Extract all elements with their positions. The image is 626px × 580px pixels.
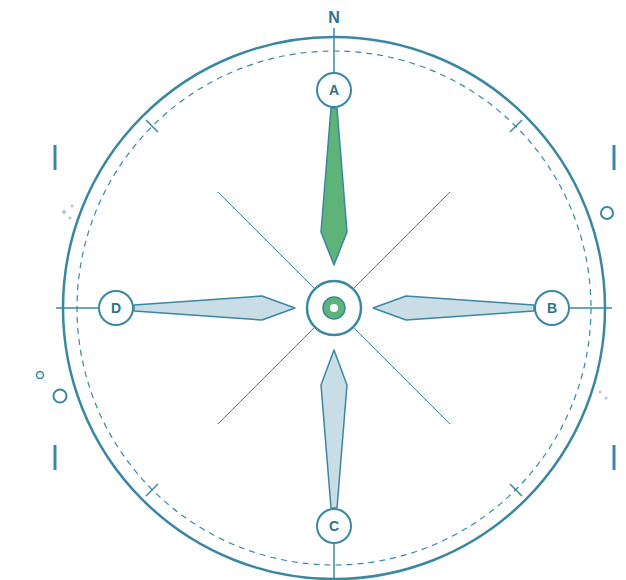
- node-letter: C: [329, 519, 339, 533]
- decor-circle: [37, 372, 44, 379]
- compass-direction: N: [325, 9, 343, 27]
- decor-dot: [69, 217, 72, 220]
- diagonal-tick: [510, 484, 522, 496]
- decor-circle: [601, 207, 613, 219]
- decor-dot: [71, 205, 74, 208]
- decor-circle: [54, 390, 67, 403]
- node-letter: A: [329, 83, 339, 97]
- diagonal-tick: [146, 484, 158, 496]
- compass-rim: [63, 37, 605, 579]
- side-mark: [54, 145, 57, 170]
- cardinal-tick: [333, 544, 335, 580]
- center-hub: [307, 281, 361, 335]
- north-needle: [321, 108, 347, 265]
- node-letter: D: [111, 301, 121, 315]
- side-mark: [613, 445, 616, 470]
- cardinal-tick: [570, 307, 612, 309]
- decor-dot: [605, 397, 608, 400]
- node-letter: B: [547, 301, 557, 315]
- side-mark: [54, 445, 57, 470]
- letter-circle: C: [316, 508, 352, 544]
- east-needle: [373, 296, 534, 320]
- decor-dot: [599, 391, 602, 394]
- diagonal-tick: [146, 120, 158, 132]
- letter-circle: D: [98, 290, 134, 326]
- compass-dashed-ring: [77, 51, 591, 565]
- south-needle: [321, 350, 347, 508]
- letter-circle: A: [316, 72, 352, 108]
- cardinal-tick: [56, 307, 98, 309]
- center-dot: [330, 304, 338, 312]
- west-needle: [134, 296, 295, 320]
- cardinal-tick: [333, 28, 335, 72]
- center-pin: [323, 297, 345, 319]
- letter-circle: B: [534, 290, 570, 326]
- decor-dot: [62, 210, 66, 214]
- diagonal-tick: [510, 120, 522, 132]
- side-mark: [613, 145, 616, 170]
